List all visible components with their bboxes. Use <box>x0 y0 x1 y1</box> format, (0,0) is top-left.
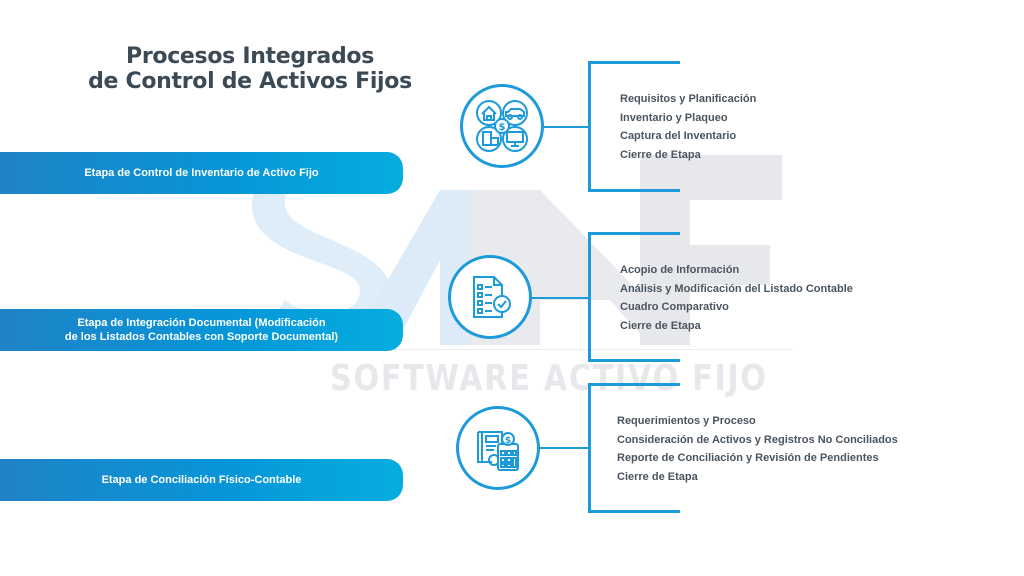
stage-3-label: Etapa de Conciliación Físico-Contable <box>101 474 302 486</box>
stage-1-icon-circle: $ <box>460 84 544 168</box>
stage-3-connector <box>540 447 590 449</box>
step-item: Cierre de Etapa <box>620 319 701 332</box>
stage-2-bracket <box>588 232 680 362</box>
stage-3-steps: Requerimientos y Proceso Consideración d… <box>617 412 898 486</box>
stage-1-connector <box>544 126 590 128</box>
step-item: Requerimientos y Proceso <box>617 415 756 427</box>
stage-3-icon-circle: $ <box>456 406 540 490</box>
step-item: Requisitos y Planificación <box>620 93 757 105</box>
title-line-1: Procesos Integrados <box>126 44 374 69</box>
step-item: Cuadro Comparativo <box>620 301 729 313</box>
step-item: Cierre de Etapa <box>620 148 701 161</box>
stage-2-icon-circle <box>448 255 532 339</box>
svg-text:$: $ <box>499 122 506 133</box>
stage-2-label: Etapa de Integración Documental (Modific… <box>64 317 339 343</box>
step-item: Captura del Inventario <box>620 130 737 142</box>
step-item: Acopio de Información <box>620 264 740 276</box>
watermark-divider <box>330 349 793 350</box>
step-item: Inventario y Plaqueo <box>620 111 728 124</box>
step-item: Consideración de Activos y Registros No … <box>617 433 898 446</box>
stage-2-connector <box>532 297 590 299</box>
invoice-calculator-icon: $ <box>477 431 519 471</box>
page-title: Procesos Integrados de Control de Activo… <box>60 44 440 94</box>
stage-3-bracket <box>588 383 680 513</box>
svg-text:$: $ <box>505 436 511 446</box>
document-checklist-icon <box>473 276 511 318</box>
stage-3-banner: Etapa de Conciliación Físico-Contable <box>0 459 403 501</box>
step-item: Cierre de Etapa <box>617 470 698 483</box>
stage-1-banner: Etapa de Control de Inventario de Activo… <box>0 152 403 194</box>
stage-1-label: Etapa de Control de Inventario de Activo… <box>84 167 319 179</box>
step-item: Análisis y Modificación del Listado Cont… <box>620 282 853 295</box>
stage-2-banner: Etapa de Integración Documental (Modific… <box>0 309 403 351</box>
assets-inventory-icon: $ <box>476 100 528 152</box>
stage-1-steps: Requisitos y Planificación Inventario y … <box>620 90 756 164</box>
title-line-2: de Control de Activos Fijos <box>88 69 412 94</box>
stage-1-bracket <box>588 61 680 192</box>
stage-2-steps: Acopio de Información Análisis y Modific… <box>620 261 853 335</box>
step-item: Reporte de Conciliación y Revisión de Pe… <box>617 452 879 464</box>
watermark-tagline: SOFTWARE ACTIVO FIJO <box>330 358 768 399</box>
